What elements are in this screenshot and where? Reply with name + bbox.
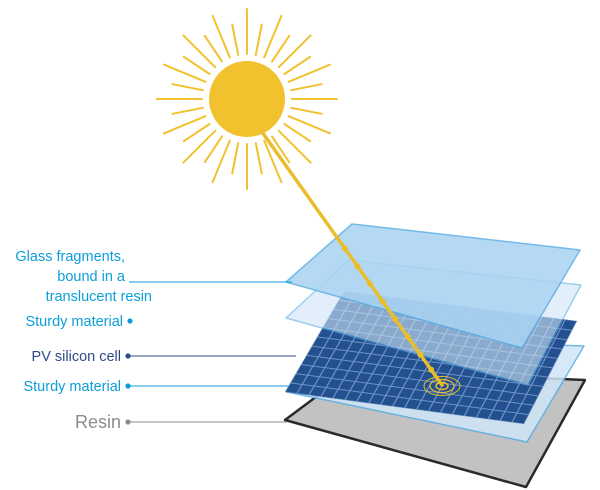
label-pv-cell-text: PV silicon cell [32, 349, 121, 365]
label-glass-line2: bound in a [57, 269, 126, 285]
sun-ray [283, 55, 312, 75]
sun-ray [254, 23, 263, 56]
sun-icon [156, 8, 338, 190]
sun-ray [271, 34, 291, 63]
light-beam-dot [404, 333, 411, 340]
label-sturdy-bottom-text: Sturdy material [23, 379, 121, 395]
glass-layer [285, 223, 581, 349]
light-beam-line [260, 130, 444, 387]
leader-dot-sturdy-top [127, 318, 133, 324]
pv-grid-line [306, 354, 544, 388]
pv-grid-line [295, 373, 534, 406]
sun-ray [171, 106, 204, 115]
label-sturdy-top: Sturdy material [25, 314, 133, 330]
light-beam-dot [428, 366, 435, 373]
label-glass-line3: translucent resin [46, 289, 152, 305]
light-beam [260, 130, 461, 396]
sun-ray [231, 142, 240, 175]
light-beam-dots [341, 245, 435, 373]
sun-ray [283, 123, 312, 143]
label-glass: Glass fragments, bound in a translucent … [15, 249, 292, 305]
pv-grid-line [511, 319, 566, 423]
sun-ray [182, 129, 217, 164]
sun-ray [162, 63, 207, 83]
label-resin-text: Resin [75, 412, 121, 432]
sun-ray [277, 34, 312, 69]
sun-ray [290, 106, 323, 115]
label-pv-cell: PV silicon cell [32, 349, 296, 365]
sun-ray [287, 115, 332, 135]
sun-ray [290, 83, 323, 92]
light-beam-dot [341, 245, 348, 252]
pv-grid-line [301, 363, 539, 397]
sun-ray [171, 83, 204, 92]
sun-disc [209, 61, 285, 137]
sun-ray [203, 135, 223, 164]
light-beam-dot [392, 316, 399, 323]
sun-ray [271, 135, 291, 164]
light-beam-dot [354, 263, 361, 270]
impact-ripple-icon [423, 376, 461, 396]
sun-ray [277, 129, 312, 164]
light-beam-dot [417, 351, 424, 358]
sun-ray [231, 23, 240, 56]
sun-ray [182, 34, 217, 69]
label-resin: Resin [75, 412, 287, 432]
sun-ray [287, 63, 332, 83]
label-glass-line1: Glass fragments, [15, 249, 125, 265]
sun-ray [203, 34, 223, 63]
sun-ray [254, 142, 263, 175]
sun-ray [211, 139, 231, 184]
sun-rays [156, 8, 338, 190]
light-beam-dot [367, 280, 373, 287]
light-beam-dot [379, 298, 386, 305]
label-sturdy-bottom: Sturdy material [23, 379, 290, 395]
sun-ray [263, 14, 283, 59]
sun-ray [263, 139, 283, 184]
sun-ray [162, 115, 207, 135]
label-sturdy-top-text: Sturdy material [25, 314, 123, 330]
pv-grid-line [290, 382, 529, 416]
sun-ray [182, 123, 211, 143]
sun-ray [211, 14, 231, 59]
sun-ray [182, 55, 211, 75]
